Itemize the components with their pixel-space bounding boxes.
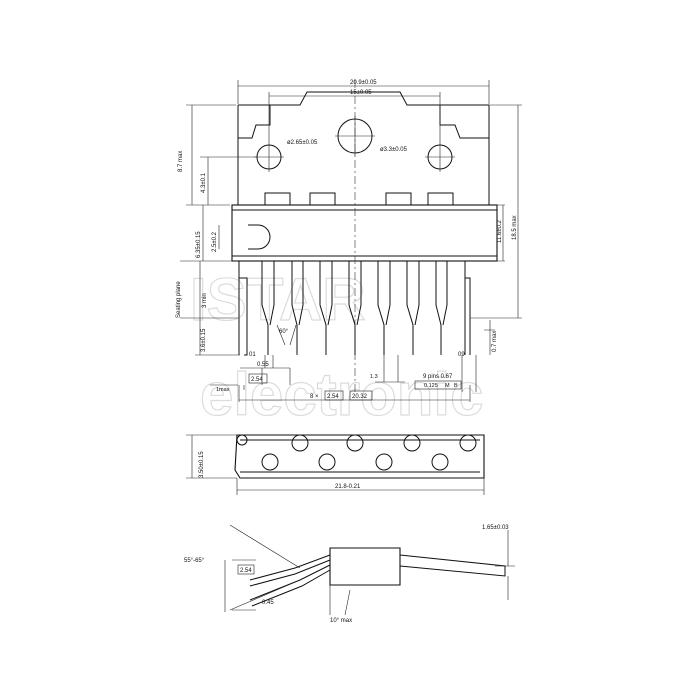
front-view: 20.9±0.05 15±0.05 ø2.65±0.05 ø3.3±0.05 8… bbox=[176, 80, 522, 402]
dim-overall-width: 20.9±0.05 bbox=[350, 80, 377, 86]
bottom-body bbox=[234, 434, 485, 479]
dim-small-hole: ø2.65±0.05 bbox=[287, 140, 318, 146]
dim-side-angle: 55°-65° bbox=[184, 558, 205, 564]
dim-row-total: 20.32 bbox=[352, 394, 368, 400]
dim-tol-m: M bbox=[445, 383, 450, 389]
dim-body-height: 11.6±0.2 bbox=[497, 219, 503, 243]
side-view: 55°-65° 2.54 0.45 10° max 1.65±0.03 bbox=[184, 524, 515, 624]
dim-lead-angle: 60° bbox=[279, 329, 289, 335]
package-body bbox=[231, 204, 498, 262]
dim-pin-pitch: 2.54 bbox=[251, 377, 263, 383]
heatsink-tab bbox=[237, 91, 490, 205]
dim-pin9-spec: 9 pins 0.67 bbox=[423, 374, 453, 380]
dim-side-tilt: 10° max bbox=[330, 618, 352, 624]
dim-row-pitch: 2.54 bbox=[327, 394, 339, 400]
dim-side-pitch: 2.54 bbox=[240, 568, 252, 574]
dim-side-lead: 0.45 bbox=[262, 600, 274, 606]
dim-pin-width: 0.55 bbox=[257, 362, 269, 368]
dim-hole-spacing: 15±0.05 bbox=[350, 90, 372, 96]
dim-bottom-width: 21.8-0.21 bbox=[335, 484, 361, 490]
dim-position-tol: 0.125 bbox=[424, 383, 438, 389]
watermark-line1: ISTAR bbox=[190, 266, 366, 333]
dim-overall-height: 18.5 max bbox=[512, 215, 518, 240]
watermark: ISTAR electronic bbox=[189, 265, 484, 428]
dim-half-pitch: 1.3 bbox=[370, 374, 378, 380]
dim-tol-b: B bbox=[454, 383, 458, 389]
bottom-view: 3.50±0.15 21.8-0.21 bbox=[186, 434, 485, 495]
dim-min3: 3 min bbox=[202, 293, 208, 308]
dim-lead-length: 3.6±0.15 bbox=[201, 328, 207, 352]
dim-seating-plane: Seating plane bbox=[176, 281, 182, 318]
dim-bottom-height: 3.50±0.15 bbox=[199, 451, 205, 478]
dim-tab-height: 8.7 max bbox=[178, 151, 184, 172]
dim-tab-offset: 4.3±0.1 bbox=[201, 172, 207, 193]
watermark-line2: electronic bbox=[200, 361, 483, 428]
dim-notch: 2.5±0.2 bbox=[212, 231, 218, 252]
dim-one-max: 1max bbox=[216, 387, 230, 393]
dim-lead-thickness: 0.7 max bbox=[492, 331, 498, 352]
dim-row-mult: 8 × bbox=[310, 394, 319, 400]
side-body bbox=[329, 547, 401, 586]
index-notch bbox=[248, 224, 271, 250]
dim-body-thickness: 6.35±0.15 bbox=[196, 231, 202, 258]
leads bbox=[238, 261, 471, 356]
dim-side-thickness: 1.65±0.03 bbox=[482, 525, 509, 531]
pin-label-first: 01 bbox=[249, 352, 256, 358]
pin-label-last: 09 bbox=[458, 352, 465, 358]
dim-large-hole: ø3.3±0.05 bbox=[380, 147, 408, 153]
